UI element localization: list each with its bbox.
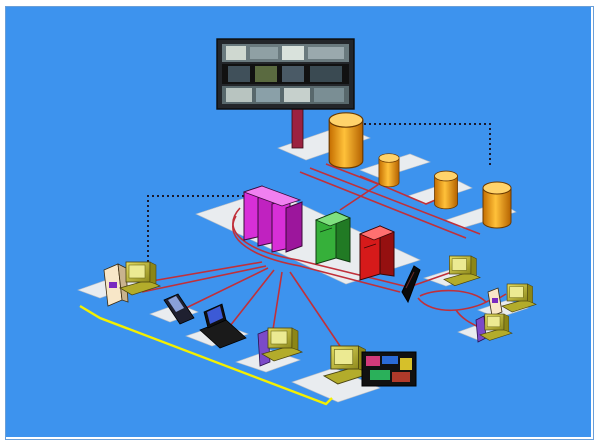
yellow-cable: [79, 304, 333, 406]
firewall-icon: [401, 265, 421, 304]
database-cylinder-icon: [328, 112, 364, 169]
tower-pc-icon: [103, 263, 129, 307]
display-board-icon: [216, 38, 355, 149]
laptop-icon: [199, 303, 247, 349]
server-tower-icon: [314, 211, 352, 265]
server-rack-icon: [242, 185, 303, 253]
database-cylinder-icon: [482, 181, 512, 229]
dotted-links: [147, 123, 491, 262]
network-links: [141, 163, 507, 347]
diagram-frame: [5, 6, 594, 440]
database-cylinder-icon: [378, 153, 400, 188]
server-tower-icon: [358, 225, 396, 281]
tower-pc-icon: [487, 287, 503, 317]
database-cylinder-icon: [434, 170, 458, 210]
pda-icon: [163, 293, 195, 325]
monitor-image-icon: [361, 351, 417, 387]
